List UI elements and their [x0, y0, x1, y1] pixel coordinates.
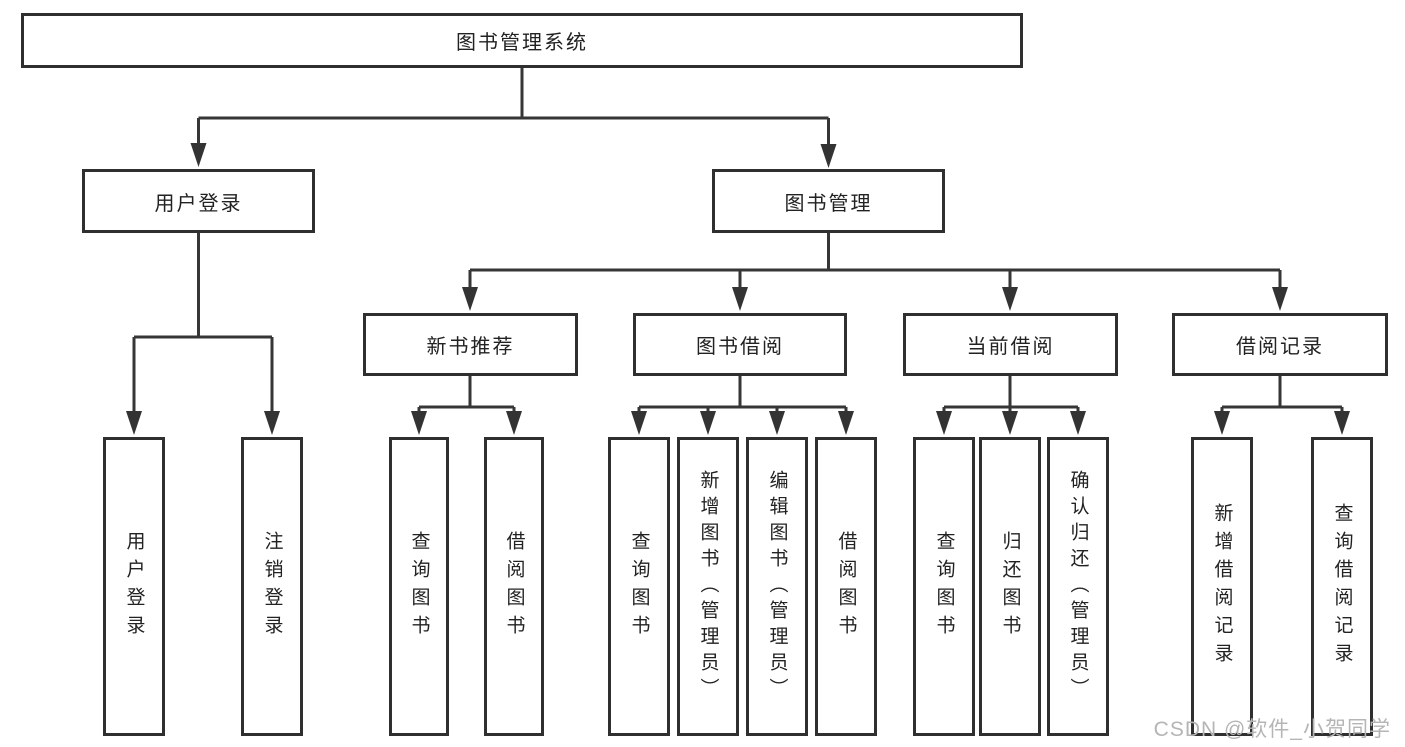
leaf-query-books-current-label: 查询图书 [933, 530, 955, 643]
leaf-edit-book-admin-label: 编辑图书（管理员） [766, 469, 788, 704]
node-new-book-recommendation: 新书推荐 [363, 313, 578, 376]
node-user-login: 用户登录 [82, 169, 315, 233]
leaf-confirm-return-admin-label: 确认归还（管理员） [1067, 469, 1089, 704]
leaf-logout: 注销登录 [241, 437, 303, 736]
leaf-add-borrow-record-label: 新增借阅记录 [1211, 502, 1233, 671]
leaf-add-book-admin: 新增图书（管理员） [677, 437, 739, 736]
leaf-edit-book-admin: 编辑图书（管理员） [746, 437, 808, 736]
leaf-borrow-books-recommend-label: 借阅图书 [503, 530, 525, 643]
leaf-logout-label: 注销登录 [261, 530, 283, 643]
leaf-user-login: 用户登录 [103, 437, 165, 736]
leaf-borrow-books-recommend: 借阅图书 [484, 437, 544, 736]
leaf-query-borrow-record: 查询借阅记录 [1311, 437, 1373, 736]
leaf-query-books-recommend: 查询图书 [389, 437, 449, 736]
leaf-add-borrow-record: 新增借阅记录 [1191, 437, 1253, 736]
leaf-return-book-label: 归还图书 [999, 530, 1021, 643]
leaf-query-books-borrow-label: 查询图书 [628, 530, 650, 643]
leaf-query-books-recommend-label: 查询图书 [408, 530, 430, 643]
arrowhead-icons [126, 143, 1350, 435]
leaf-user-login-label: 用户登录 [123, 530, 145, 643]
node-library-management-system: 图书管理系统 [21, 13, 1023, 68]
leaf-query-books-borrow: 查询图书 [608, 437, 670, 736]
leaf-borrow-books: 借阅图书 [815, 437, 877, 736]
node-borrowing-records: 借阅记录 [1172, 313, 1388, 376]
leaf-query-borrow-record-label: 查询借阅记录 [1331, 502, 1353, 671]
node-book-management: 图书管理 [712, 169, 945, 233]
leaf-borrow-books-label: 借阅图书 [835, 530, 857, 643]
leaf-return-book: 归还图书 [979, 437, 1041, 736]
node-book-borrowing: 图书借阅 [633, 313, 847, 376]
leaf-confirm-return-admin: 确认归还（管理员） [1047, 437, 1109, 736]
node-current-borrowing: 当前借阅 [903, 313, 1118, 376]
watermark-text: CSDN @软件_小贺同学 [1153, 718, 1391, 741]
leaf-add-book-admin-label: 新增图书（管理员） [697, 469, 719, 704]
leaf-query-books-current: 查询图书 [913, 437, 975, 736]
